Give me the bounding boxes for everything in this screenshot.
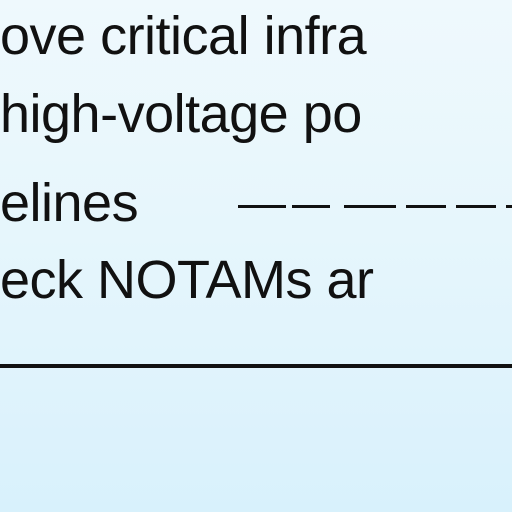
horizontal-rule bbox=[0, 364, 512, 368]
note-line-4: eck NOTAMs ar bbox=[0, 250, 374, 310]
dash-segment bbox=[238, 205, 286, 208]
note-line-3: elines bbox=[0, 173, 139, 233]
dash-segment bbox=[406, 205, 446, 208]
dash-segment bbox=[506, 205, 512, 208]
dash-segment bbox=[292, 205, 330, 208]
note-line-2: high-voltage po bbox=[0, 84, 362, 144]
note-line-1: ove critical infra bbox=[0, 6, 367, 66]
dash-segment bbox=[456, 205, 496, 208]
dash-segment bbox=[344, 205, 396, 208]
